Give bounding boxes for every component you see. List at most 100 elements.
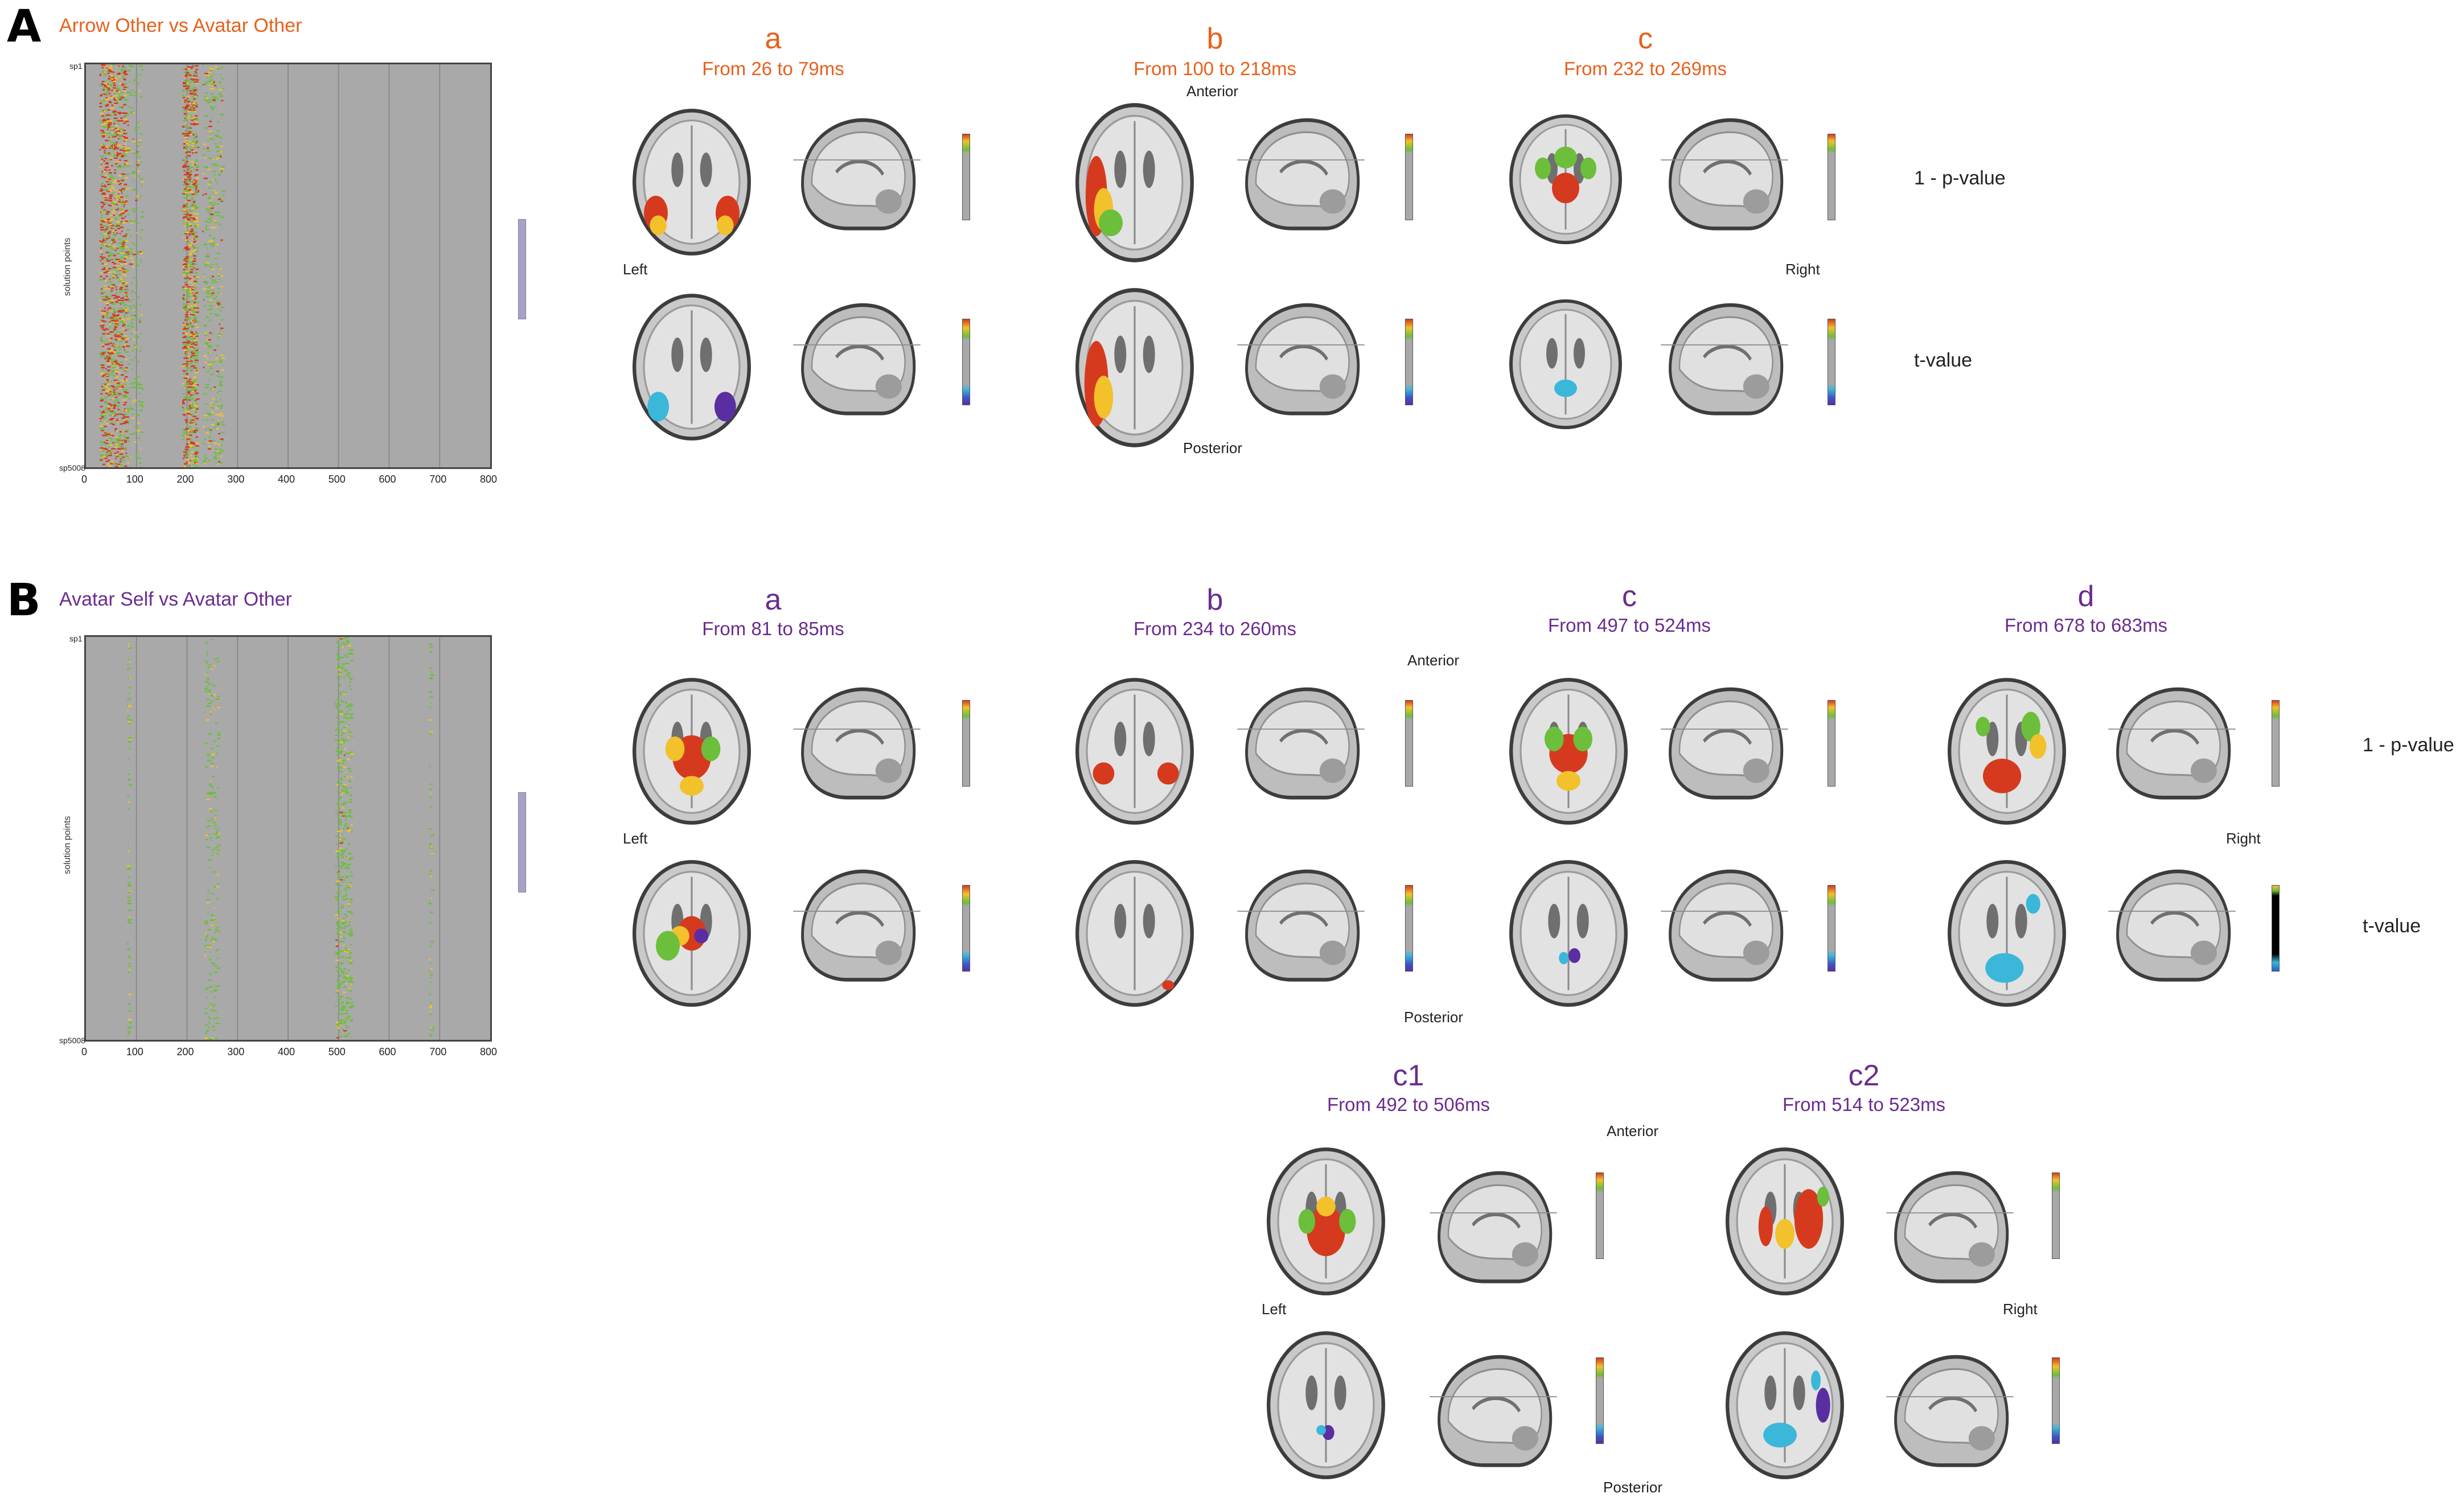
activation-mark — [214, 931, 216, 933]
activation-mark — [192, 79, 195, 81]
activation-mark — [336, 985, 339, 987]
activation-mark — [102, 87, 106, 89]
activation-mark — [191, 458, 195, 459]
activation-mark — [117, 264, 120, 265]
activation-mark — [121, 386, 125, 388]
activation-mark — [106, 383, 110, 385]
activation-mark — [102, 192, 105, 194]
activation-mark — [113, 129, 114, 131]
activation-mark — [118, 310, 122, 311]
activation-mark — [183, 120, 186, 122]
panel-b-sub-left-label: Left — [1262, 1301, 1287, 1318]
activation-mark — [114, 392, 116, 394]
activation-mark — [192, 320, 194, 322]
activation-mark — [349, 703, 354, 705]
activation-mark — [206, 662, 208, 664]
activation-mark — [338, 666, 342, 668]
activation-mark — [121, 338, 124, 339]
activation-mark — [109, 391, 112, 393]
activation-mark — [187, 81, 191, 84]
activation-mark — [208, 436, 211, 438]
activation-mark — [123, 466, 125, 467]
activation-mark — [101, 146, 106, 147]
activation-mark — [104, 122, 107, 124]
activation-mark — [122, 240, 126, 242]
activation-mark — [106, 270, 109, 272]
activation-mark — [128, 779, 131, 781]
activation-mark — [186, 204, 188, 205]
activation-mark — [213, 972, 218, 973]
activation-mark — [139, 319, 141, 321]
activation-mark — [220, 438, 224, 440]
activation-mark — [349, 795, 352, 796]
activation-mark — [350, 1007, 354, 1009]
activation-mark — [193, 459, 197, 461]
activation-mark — [124, 254, 126, 257]
activation-mark — [100, 130, 104, 131]
activation-mark — [343, 713, 347, 715]
activation-mark — [195, 378, 198, 380]
activation-mark — [123, 104, 127, 106]
activation-mark — [344, 754, 346, 756]
panel-b-left-label: Left — [623, 830, 648, 847]
activation-mark — [342, 646, 344, 648]
activation-mark — [335, 883, 338, 886]
activation-mark — [116, 394, 120, 397]
panel-b-window-c-letter: c — [1622, 580, 1637, 613]
activation-mark — [208, 157, 210, 159]
activation-mark — [206, 719, 210, 721]
xtick: 100 — [126, 1046, 143, 1057]
activation-mark — [105, 302, 109, 304]
activation-mark — [184, 146, 187, 149]
activation-mark — [339, 657, 341, 659]
activation-mark — [205, 221, 208, 223]
activation-mark — [128, 1032, 130, 1035]
activation-mark — [190, 445, 194, 446]
activation-mark — [109, 404, 112, 405]
activation-mark — [346, 1003, 349, 1005]
activation-mark — [195, 436, 198, 438]
activation-mark — [184, 149, 187, 151]
activation-mark — [215, 817, 217, 819]
activation-mark — [338, 953, 340, 955]
panel-b-scroll-handle[interactable] — [518, 792, 526, 892]
activation-mark — [190, 334, 193, 336]
activation-mark — [100, 113, 103, 114]
activation-mark — [207, 102, 210, 104]
activation-mark — [134, 92, 135, 93]
activation-mark — [338, 768, 340, 769]
panel-a-scroll-handle[interactable] — [518, 219, 526, 319]
axial-brain-slice — [1509, 859, 1628, 1007]
activation-mark — [106, 91, 109, 93]
activation-mark — [134, 441, 137, 443]
activation-mark — [217, 706, 220, 709]
activation-mark — [131, 290, 134, 292]
activation-mark — [194, 460, 198, 462]
activation-mark — [124, 378, 126, 380]
activation-mark — [195, 369, 198, 371]
activation-mark — [117, 144, 121, 146]
activation-mark — [114, 335, 116, 336]
activation-mark — [220, 330, 221, 331]
activation-mark — [350, 716, 352, 718]
activation-mark — [346, 915, 347, 916]
activation-mark — [342, 970, 345, 973]
activation-mark — [194, 418, 195, 420]
activation-mark — [107, 229, 109, 231]
activation-mark — [183, 159, 186, 161]
activation-mark — [210, 313, 212, 315]
activation-mark — [105, 221, 108, 223]
activation-mark — [119, 341, 122, 343]
activation-mark — [115, 454, 117, 456]
activation-mark — [118, 72, 120, 74]
activation-mark — [195, 293, 198, 295]
activation-mark — [216, 252, 220, 254]
activation-mark — [182, 400, 184, 402]
activation-mark — [118, 364, 121, 366]
activation-mark — [430, 1034, 432, 1036]
activation-mark — [211, 748, 214, 750]
activation-mark — [113, 330, 115, 331]
activation-mark — [139, 229, 143, 231]
panel-b-window-d-letter: d — [2077, 580, 2095, 613]
activation-mark — [211, 854, 213, 857]
